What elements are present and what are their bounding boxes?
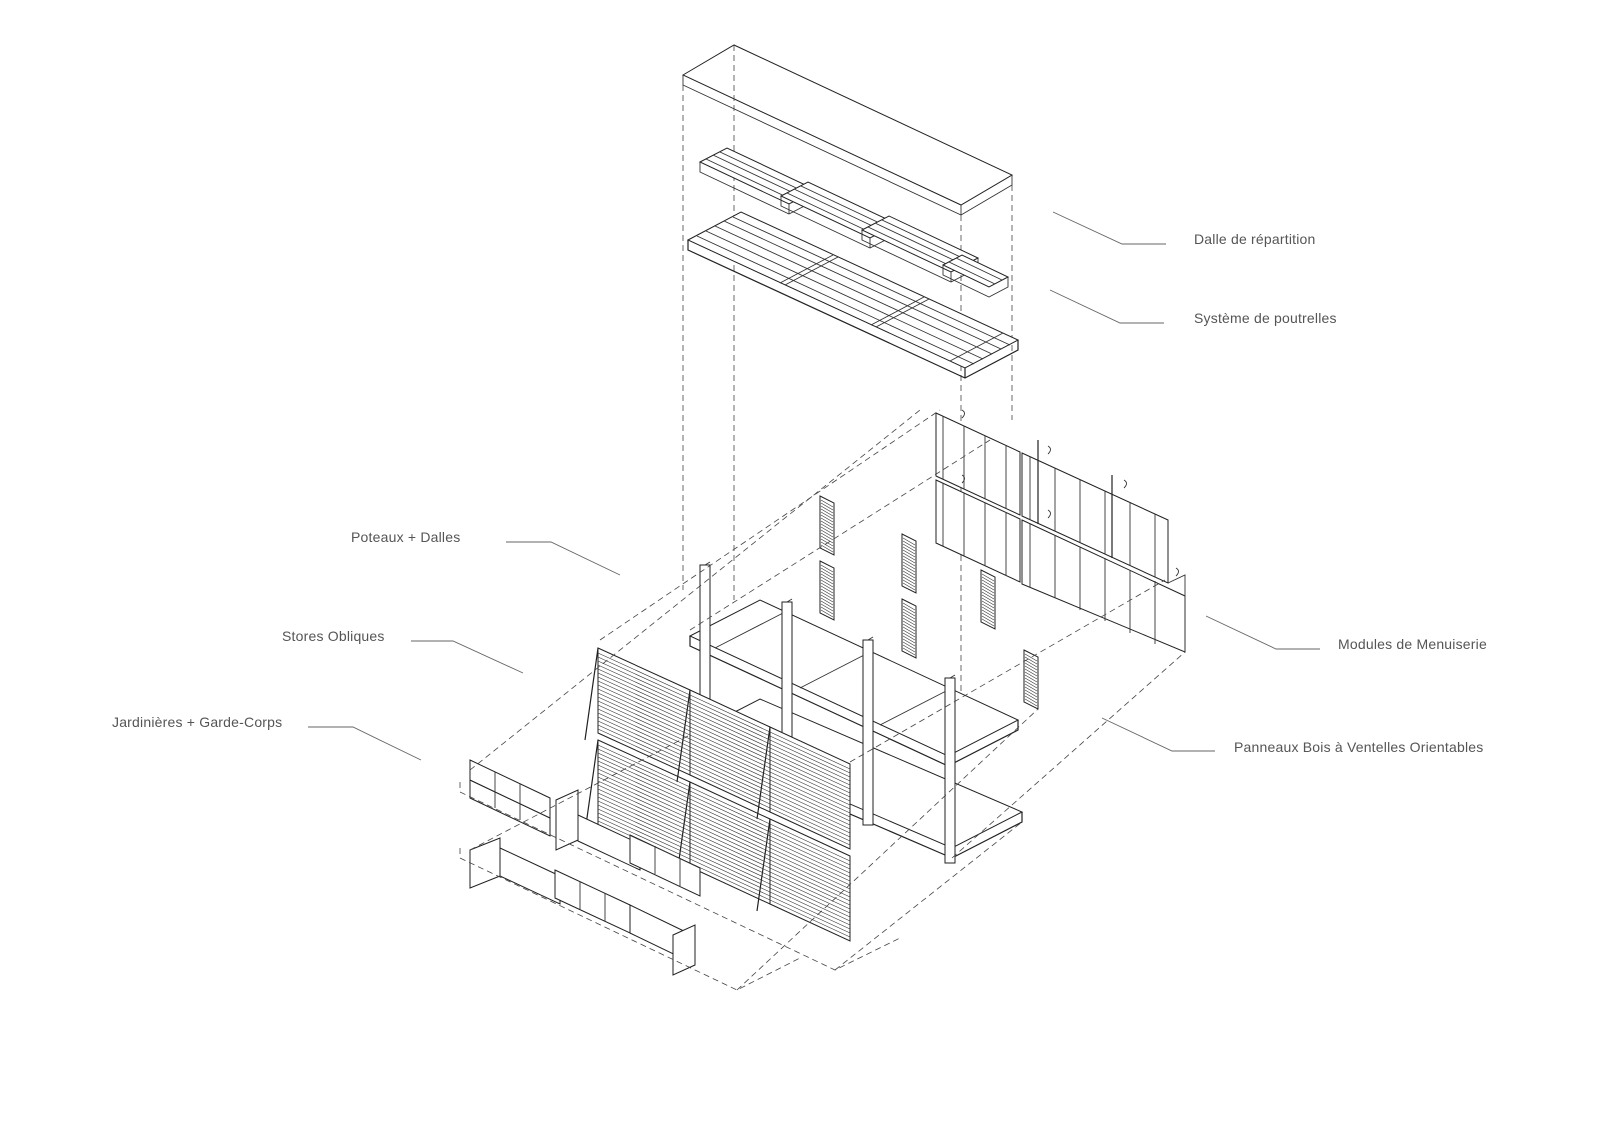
label-modules-menuiserie: Modules de Menuiserie <box>1338 636 1487 652</box>
label-poteaux-dalles: Poteaux + Dalles <box>351 529 461 545</box>
leader-lines <box>308 211 1320 761</box>
label-stores-obliques: Stores Obliques <box>282 628 385 644</box>
planters-and-railings <box>459 759 901 991</box>
label-jardinieres-garde-corps: Jardinières + Garde-Corps <box>112 714 283 730</box>
joinery-modules <box>935 409 1186 653</box>
joist-system <box>686 211 1020 379</box>
label-systeme-poutrelles: Système de poutrelles <box>1194 310 1337 326</box>
explosion-guides <box>469 409 1186 991</box>
label-dalle-repartition: Dalle de répartition <box>1194 231 1316 247</box>
roof-slab <box>681 44 1014 216</box>
distribution-slab-planks <box>698 147 1010 298</box>
label-panneaux-bois: Panneaux Bois à Ventelles Orientables <box>1234 739 1484 755</box>
